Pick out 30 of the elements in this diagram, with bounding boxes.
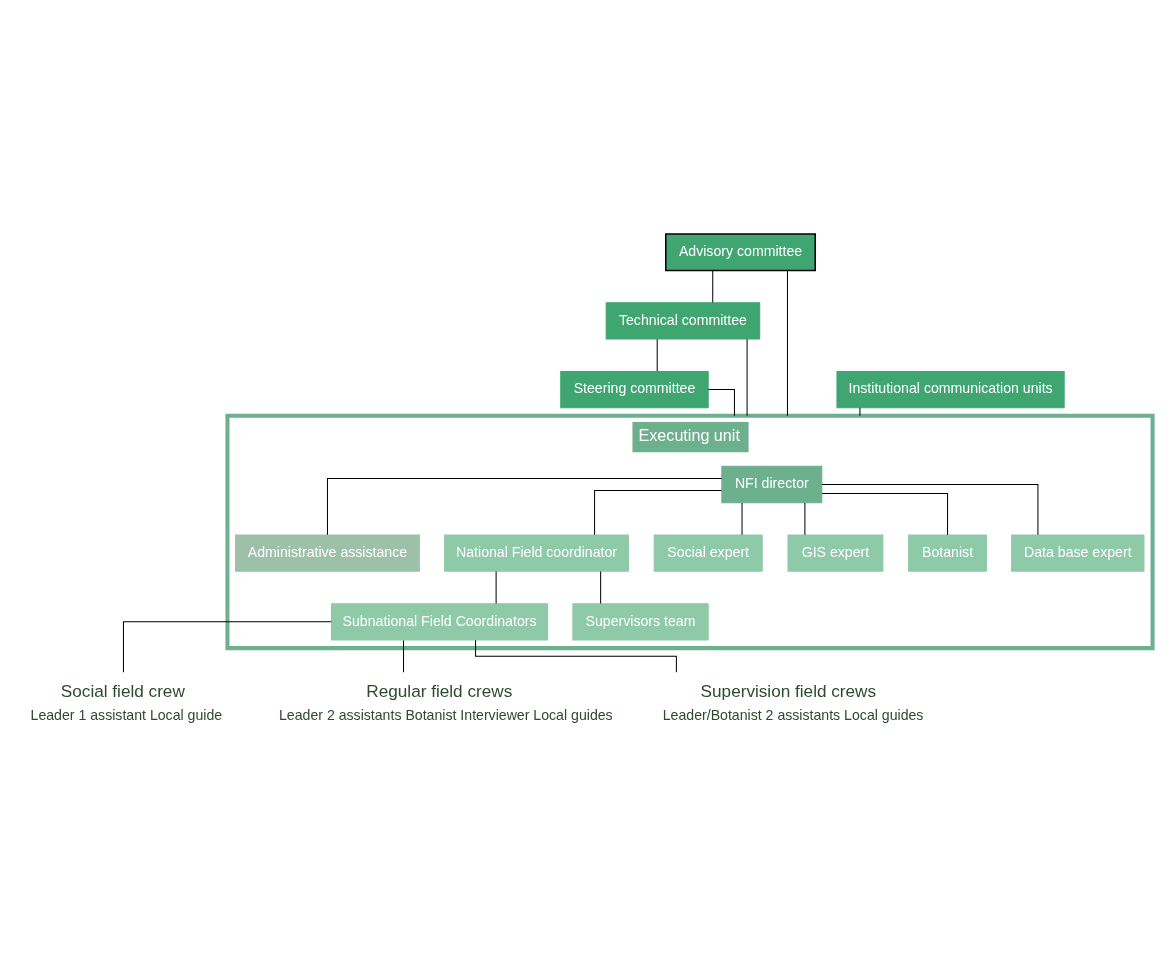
connector bbox=[746, 338, 748, 416]
connector bbox=[712, 269, 714, 303]
connector bbox=[600, 570, 602, 604]
node-text: Social field crew Leader 1 assistant Local guide bbox=[30, 680, 223, 723]
connector bbox=[475, 639, 677, 673]
node-text: Supervision field crews Leader/Botanist 2 assistants Local guides bbox=[662, 680, 924, 723]
connector bbox=[786, 269, 788, 416]
node-box: Supervisors team bbox=[572, 602, 709, 641]
connector bbox=[821, 483, 1039, 535]
node-box: Administrative assistance bbox=[235, 534, 420, 572]
connector bbox=[326, 477, 723, 535]
node-text: Regular field crews Leader 2 assistants Botanist Interviewer Local guides bbox=[278, 680, 613, 723]
node-box: NFI director bbox=[721, 465, 823, 503]
connector bbox=[656, 338, 658, 372]
connector bbox=[122, 620, 332, 673]
connector bbox=[707, 388, 735, 416]
node-box: Data base expert bbox=[1011, 534, 1145, 572]
connector bbox=[594, 489, 722, 535]
node-box: Subnational Field Coordinators bbox=[331, 602, 549, 641]
node-box: Institutional communication units bbox=[836, 370, 1065, 408]
node-box: Steering committee bbox=[560, 370, 709, 408]
node-box: Technical committee bbox=[605, 301, 761, 340]
connector bbox=[859, 406, 861, 416]
node-box: Social expert bbox=[653, 534, 763, 572]
connector bbox=[403, 639, 405, 673]
node-box: GIS expert bbox=[787, 534, 884, 572]
node-box: National Field coordinator bbox=[444, 534, 629, 572]
node-box: Botanist bbox=[908, 534, 987, 572]
connector bbox=[821, 492, 949, 535]
node-box: Advisory committee bbox=[665, 232, 816, 271]
